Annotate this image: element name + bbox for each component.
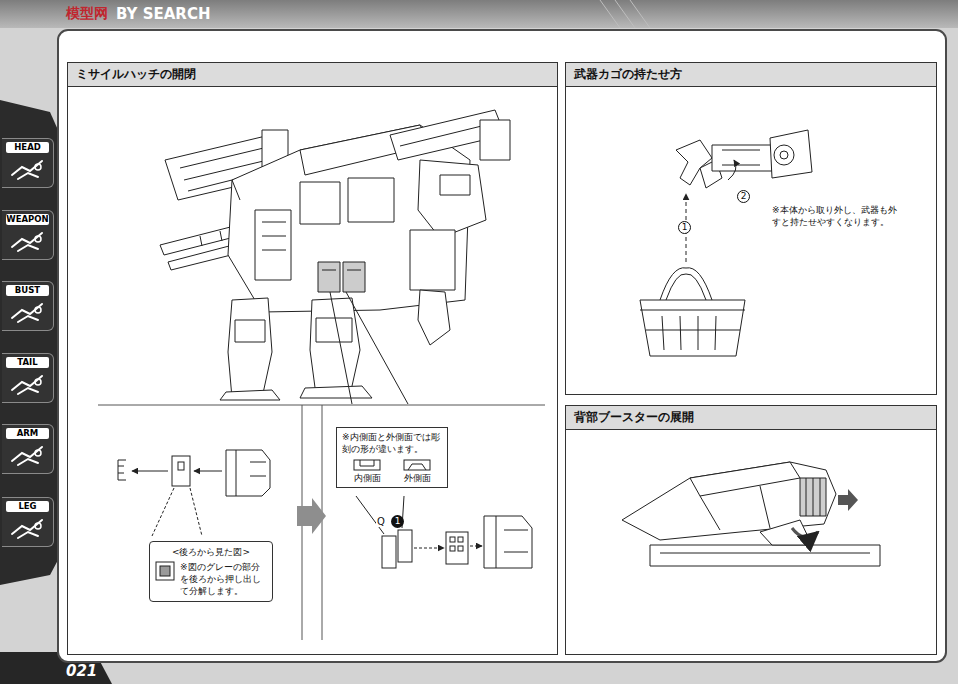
tab-icon (8, 370, 48, 398)
sample-label: 外側面 (404, 472, 431, 484)
section-heading: 背部ブースターの展開 (566, 406, 936, 430)
tab-label: ARM (6, 428, 49, 439)
watermark-logo: 模型网 (66, 5, 108, 23)
tab-icon (8, 155, 48, 183)
callout-row: ※図のグレーの部分を後ろから押し出して分解します。 (155, 561, 267, 597)
grey-part-icon (155, 561, 175, 581)
note-box: ※内側面と外側面では彫刻の形が違います。内側面 外側面 (336, 427, 448, 488)
sample-column: 外側面 (402, 458, 432, 484)
tab-label: BUST (6, 285, 49, 296)
tab-icon (8, 514, 48, 542)
watermark-text: BY SEARCH (116, 5, 210, 23)
tab-icon (8, 298, 48, 326)
tab-icon (8, 227, 48, 255)
tab-label: LEG (6, 501, 49, 512)
sample-label: 内側面 (354, 472, 381, 484)
index-tab: TAIL (2, 353, 54, 403)
index-tab: BUST (2, 281, 54, 331)
callout-box: <後ろから見た図> ※図のグレーの部分を後ろから押し出して分解します。 (149, 541, 273, 602)
view-caption: <後ろから見た図> (155, 546, 267, 558)
engraving-sample (402, 458, 432, 472)
section-heading: ミサイルハッチの開閉 (68, 63, 557, 87)
section-heading: 武器カゴの持たせ方 (566, 63, 936, 87)
tab-label: TAIL (6, 357, 49, 368)
step-number: 2 (737, 190, 750, 203)
page-number: 021 (66, 662, 97, 680)
section-panel: 武器カゴの持たせ方 (565, 62, 937, 395)
tab-icon (8, 441, 48, 469)
index-tab: HEAD (2, 138, 54, 188)
part-letter: Q (376, 516, 386, 527)
tab-label: WEAPON (6, 214, 49, 225)
note-text: ※図のグレーの部分を後ろから押し出して分解します。 (180, 561, 266, 597)
section-panel: 背部ブースターの展開 (565, 405, 937, 655)
sample-row: 内側面 外側面 (342, 458, 442, 484)
index-tab: WEAPON (2, 210, 54, 260)
tab-label: HEAD (6, 142, 49, 153)
note-text: ※本体から取り外し、武器も外すと持たせやすくなります。 (772, 204, 904, 228)
step-number: 1 (678, 221, 691, 234)
callout-number: 1 (391, 515, 404, 528)
index-tab: LEG (2, 497, 54, 547)
note-text: ※内側面と外側面では彫刻の形が違います。 (342, 431, 442, 455)
engraving-sample (352, 458, 382, 472)
section-panel: ミサイルハッチの開閉 <後ろから見た図> ※図のグレーの部分を後ろから押し出して分解… (67, 62, 558, 655)
sample-column: 内側面 (352, 458, 382, 484)
index-tab: ARM (2, 424, 54, 474)
